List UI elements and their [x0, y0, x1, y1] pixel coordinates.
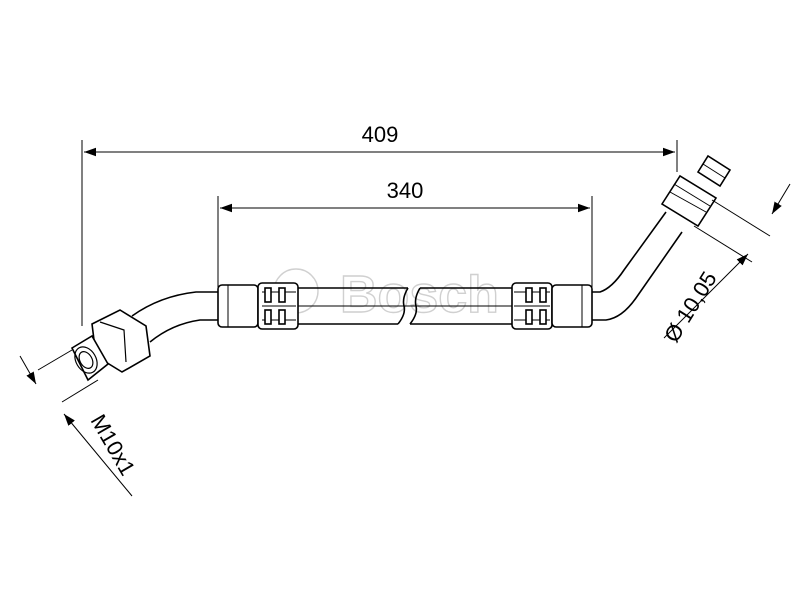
left-ferrule — [217, 284, 259, 328]
left-tube-and-nut — [70, 291, 218, 382]
hose — [298, 287, 512, 325]
hose-length-label: 340 — [387, 178, 424, 203]
thread-extension-2 — [61, 379, 99, 403]
right-crimp-slot-4 — [539, 309, 547, 325]
watermark: Bosch — [273, 265, 500, 325]
right-crimp-fitting — [511, 282, 593, 330]
diameter-extension-1 — [711, 199, 771, 237]
left-thread-bore — [78, 351, 94, 369]
watermark-brand: Bosch — [340, 266, 499, 324]
thread-arrow-upper — [19, 355, 37, 385]
diameter-arrow-lower — [663, 253, 749, 339]
right-tip-line — [702, 163, 726, 179]
right-tube-top — [592, 211, 667, 293]
left-crimp-fitting — [217, 282, 299, 330]
right-tube-and-fitting — [592, 154, 732, 321]
thread-arrow-lower — [63, 413, 133, 497]
thread-extension-1 — [37, 349, 73, 371]
left-crimp-slot-1 — [264, 287, 272, 303]
right-hex-line-1 — [669, 191, 707, 213]
right-hex-line-2 — [673, 183, 711, 207]
left-tube-bottom — [149, 319, 218, 343]
left-crimp-slot-4 — [278, 309, 286, 325]
dimension-hose-length: 340 — [217, 178, 593, 290]
left-crimp-slot-2 — [278, 287, 286, 303]
right-crimp-slot-3 — [525, 309, 533, 325]
dimension-overall-length: 409 — [81, 122, 678, 326]
diameter-extension-2 — [693, 225, 753, 263]
right-ferrule — [551, 284, 593, 328]
right-tube-bottom — [592, 231, 683, 321]
left-hex-nut-face — [99, 321, 127, 363]
right-crimp-slot-1 — [525, 287, 533, 303]
diameter-label: Ø 10,05 — [659, 267, 722, 347]
right-hex-fitting — [660, 174, 718, 228]
left-tube-top — [131, 291, 218, 317]
left-crimp-slot-3 — [264, 309, 272, 325]
hose-break-mark-2 — [409, 287, 421, 325]
hose-break-mark — [397, 287, 409, 325]
right-crimp-slot-2 — [539, 287, 547, 303]
thread-label: M10x1 — [86, 410, 141, 480]
left-thread-opening — [74, 346, 98, 374]
overall-length-label: 409 — [362, 122, 399, 147]
diameter-arrow-upper — [771, 183, 791, 215]
